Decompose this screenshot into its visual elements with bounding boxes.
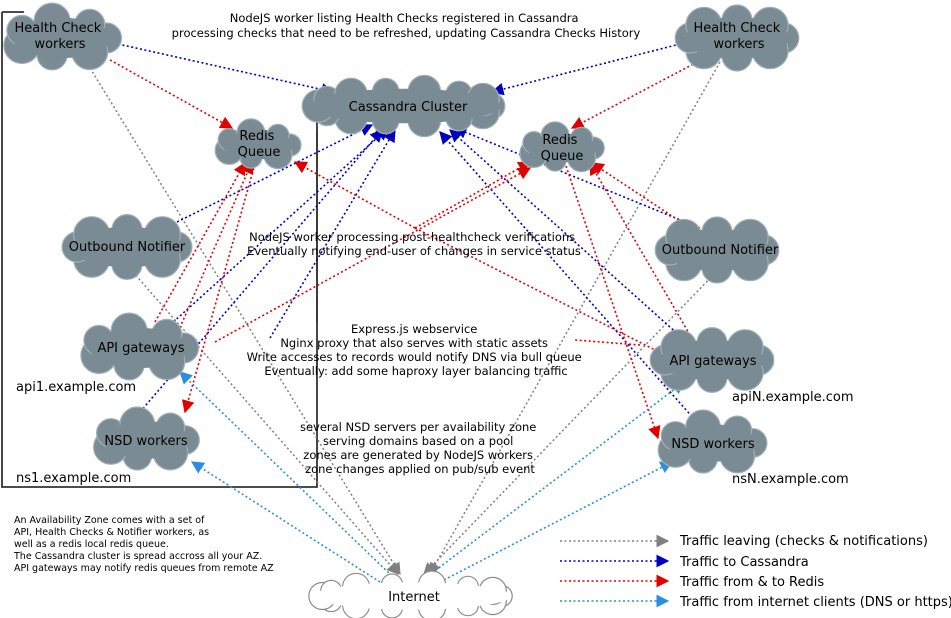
api-gateways-right-cloud: [649, 327, 775, 393]
flow-line: [181, 163, 256, 414]
redis-queue-left-label: Redis Queue: [238, 129, 281, 160]
flow-line: [439, 461, 674, 583]
internet-cloud: [308, 570, 513, 618]
health-check-workers-left-label: Health Check workers: [15, 21, 106, 52]
cassandra-cluster-cloud: [301, 74, 506, 138]
annotation-notes: NodeJS worker listing Health Checks regi…: [172, 11, 641, 476]
node-labels: Health Check workers Health Check worker…: [15, 21, 785, 605]
traffic-internet-lines: [179, 371, 686, 583]
traffic-leaving-lines: [89, 61, 721, 576]
note-healthcheck: NodeJS worker listing Health Checks regi…: [172, 11, 641, 40]
outbound-notifier-left-cloud: [61, 214, 193, 280]
flow-line: [293, 161, 416, 229]
flow-line: [565, 165, 661, 440]
host-apiN: apiN.example.com: [732, 390, 854, 405]
flow-line: [490, 43, 681, 96]
host-labels: api1.example.com ns1.example.com apiN.ex…: [16, 380, 854, 487]
flow-line: [427, 381, 686, 577]
flow-line: [214, 167, 532, 343]
flow-line: [589, 161, 691, 336]
flow-line: [117, 43, 335, 96]
flow-line: [139, 129, 383, 413]
host-api1: api1.example.com: [16, 380, 136, 395]
nsd-workers-right-cloud: [657, 409, 768, 474]
flow-line: [169, 127, 389, 326]
cassandra-cluster-label: Cassandra Cluster: [349, 100, 468, 115]
flow-line: [117, 254, 399, 575]
flow-line: [109, 59, 234, 129]
flow-line: [423, 267, 721, 575]
flow-line: [177, 160, 254, 333]
health-check-workers-right-label: Health Check workers: [694, 21, 785, 52]
legend: Traffic leaving (checks & notifications)…: [560, 534, 951, 610]
legend-label-redis: Traffic from & to Redis: [679, 575, 824, 590]
traffic-redis-lines: [109, 57, 706, 440]
flow-line: [439, 131, 696, 421]
api-gateways-left-cloud: [80, 312, 200, 381]
note-post-healthcheck: NodeJS worker processing post-healthchec…: [247, 230, 581, 258]
nsd-workers-right-label: NSD workers: [671, 437, 754, 452]
health-check-workers-left-cloud: [3, 2, 123, 71]
flow-line: [574, 339, 641, 346]
availability-zone-note: An Availability Zone comes with a set of…: [13, 515, 274, 574]
host-nsN: nsN.example.com: [732, 472, 849, 487]
health-check-workers-right-cloud: [674, 4, 800, 72]
redis-queue-right-cloud: [519, 121, 605, 173]
legend-label-leaving: Traffic leaving (checks & notifications): [679, 534, 928, 549]
redis-queue-left-cloud: [214, 118, 302, 170]
flow-line: [570, 57, 706, 129]
legend-label-cassandra: Traffic to Cassandra: [679, 555, 809, 570]
api-gateways-right-label: API gateways: [669, 354, 756, 369]
api-gateways-left-label: API gateways: [97, 341, 184, 356]
note-webservice: Express.js webservice Nginx proxy that a…: [247, 322, 586, 378]
outbound-notifier-right-cloud: [654, 216, 780, 284]
outbound-notifier-right-label: Outbound Notifier: [662, 243, 779, 258]
nsd-workers-left-cloud: [93, 406, 200, 471]
note-nsd: several NSD servers per availability zon…: [300, 420, 540, 476]
traffic-cassandra-lines: [117, 43, 701, 421]
flow-line: [154, 161, 246, 323]
redis-queue-right-label: Redis Queue: [541, 133, 584, 164]
legend-label-internet: Traffic from internet clients (DNS or ht…: [679, 595, 951, 610]
internet-label: Internet: [388, 590, 440, 605]
outbound-notifier-left-label: Outbound Notifier: [69, 240, 186, 255]
nsd-workers-left-label: NSD workers: [104, 434, 187, 449]
svg-text:An Availability Zone comes wit: An Availability Zone comes with a set of…: [13, 515, 274, 574]
flow-line: [453, 126, 701, 229]
host-ns1: ns1.example.com: [16, 471, 131, 486]
flow-line: [414, 161, 532, 229]
flow-line: [590, 162, 691, 229]
flow-line: [429, 61, 721, 576]
flow-line: [190, 461, 381, 583]
